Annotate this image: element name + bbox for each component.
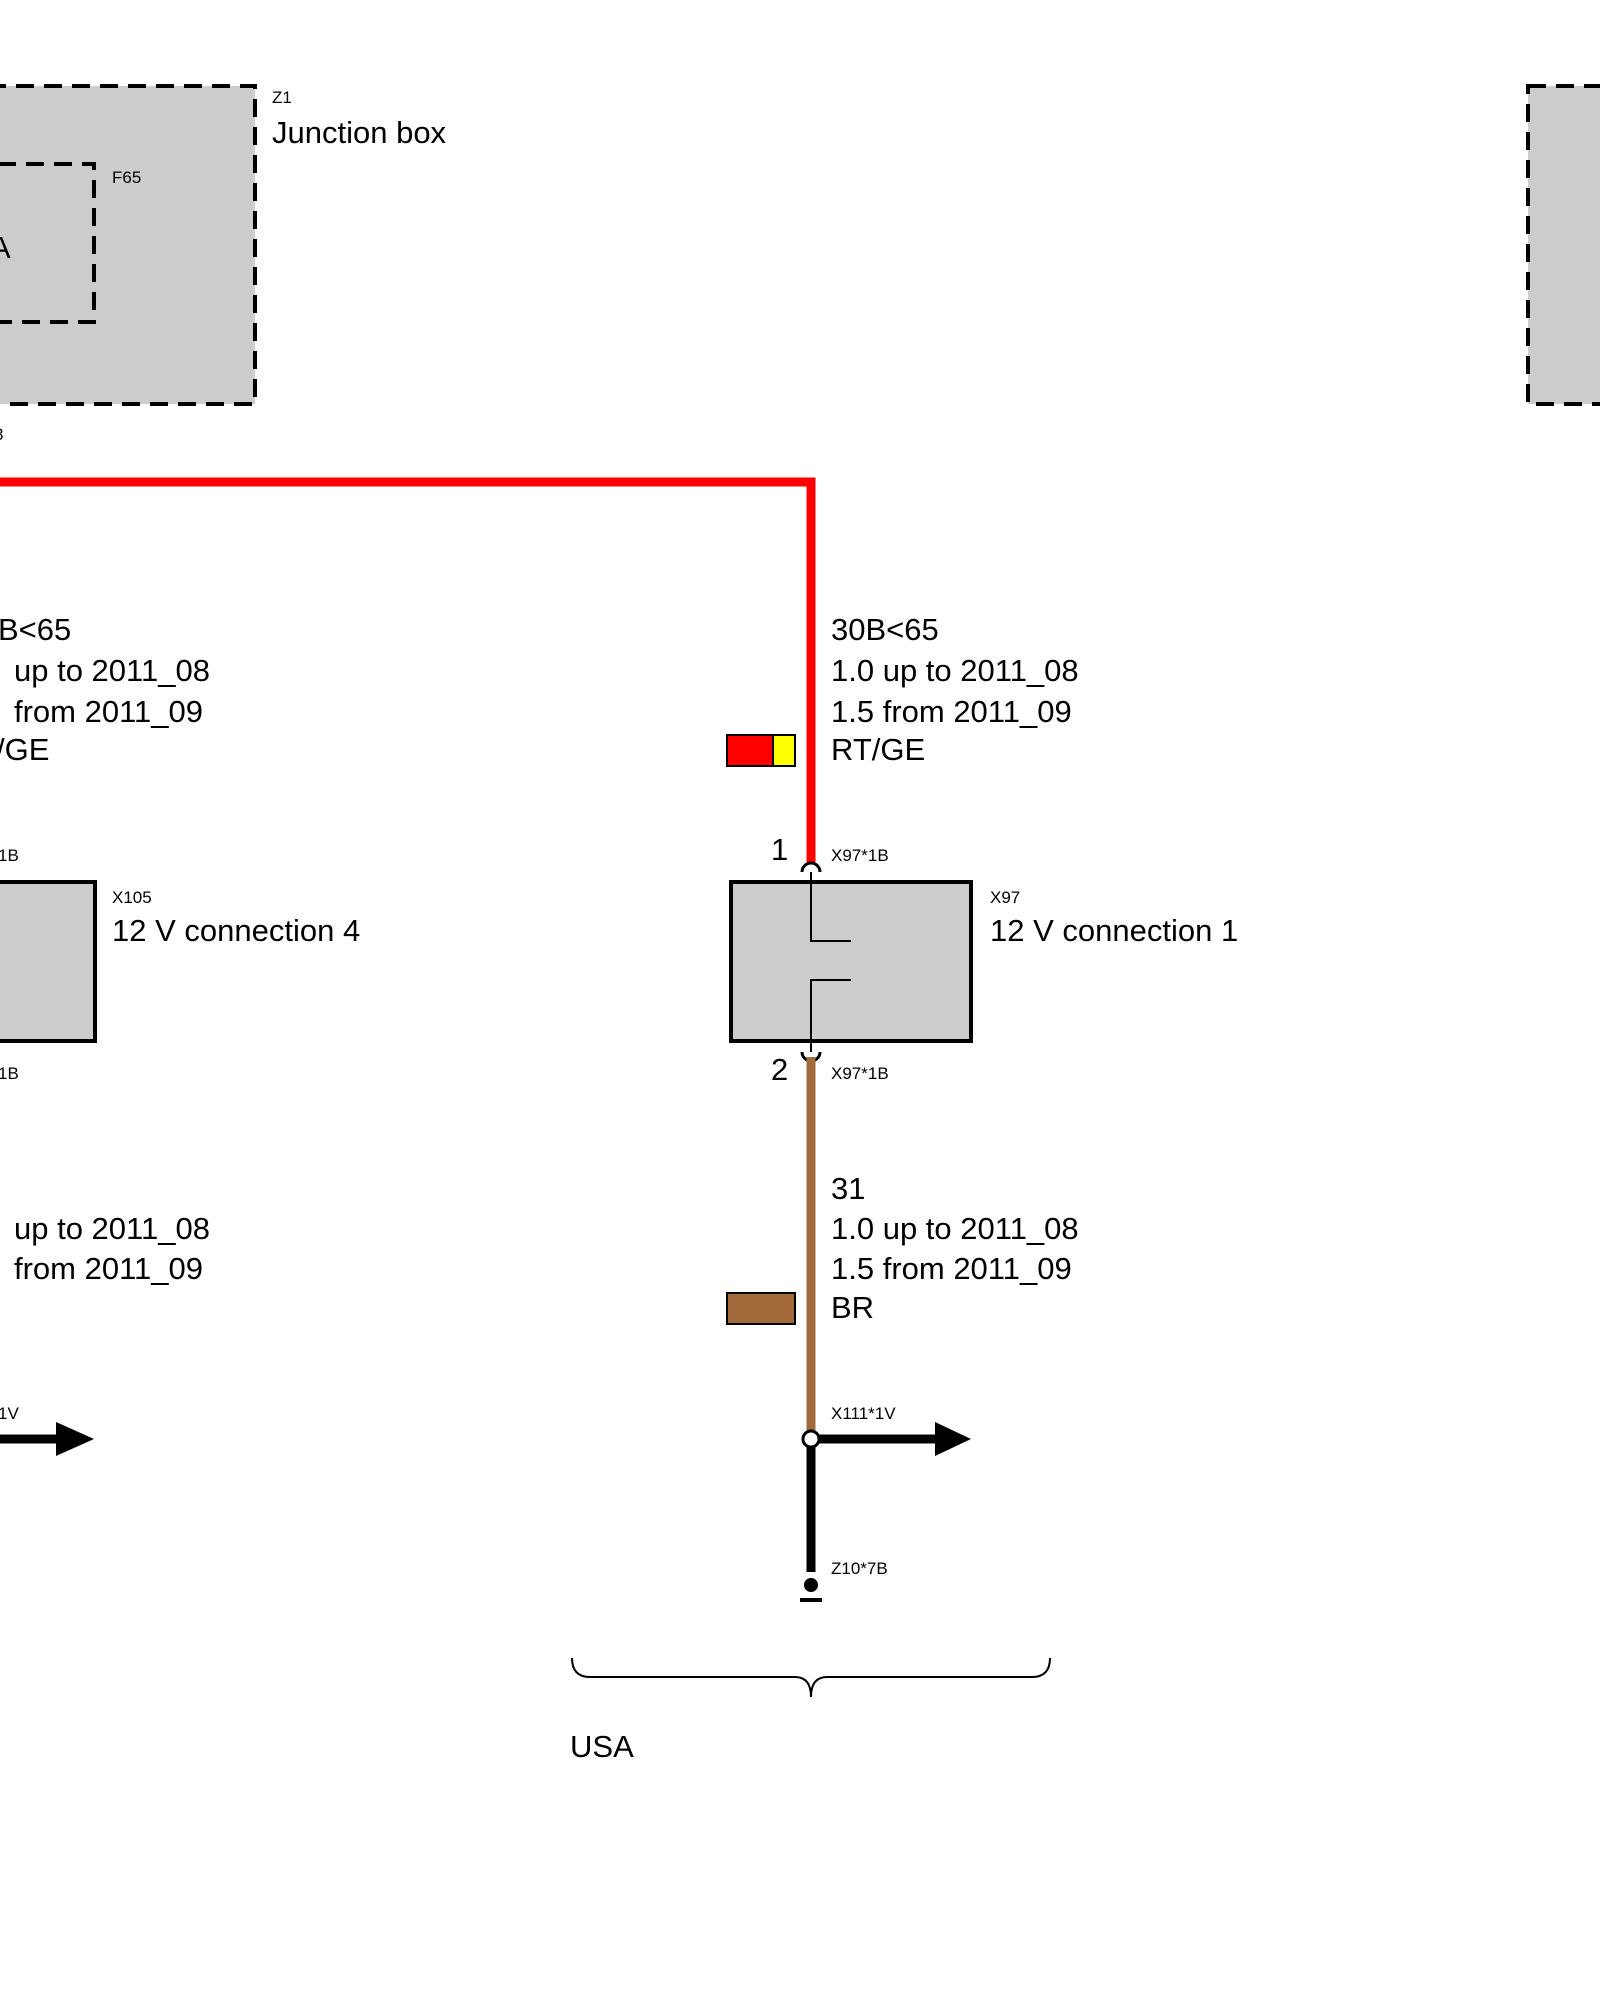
right-wire-line1: 1.0 up to 2011_08 bbox=[831, 653, 1079, 688]
x97-name: 12 V connection 1 bbox=[990, 913, 1238, 948]
brown-wire-color: BR bbox=[831, 1290, 874, 1325]
connector-x105[interactable] bbox=[0, 880, 97, 1043]
junction-box-ref: Z1 bbox=[272, 88, 292, 107]
right-wire-terminal: 30B<65 bbox=[831, 612, 939, 647]
br-swatch bbox=[726, 1292, 796, 1325]
left-wire-color: /GE bbox=[0, 732, 49, 767]
pin1-number: 1 bbox=[771, 832, 788, 867]
right-wire-color: RT/GE bbox=[831, 732, 925, 767]
splice-label: X111*1V bbox=[831, 1404, 896, 1423]
fuse-ref: F65 bbox=[112, 168, 141, 187]
ground-label: Z10*7B bbox=[831, 1559, 888, 1578]
splice-node-icon bbox=[801, 1429, 821, 1449]
region-label: USA bbox=[570, 1729, 634, 1764]
splice-arrow-head-icon bbox=[935, 1422, 971, 1456]
fragment-under-box: 3 bbox=[0, 425, 3, 444]
x97-internal-contact-top bbox=[810, 872, 851, 942]
brown-wire-line1: 1.0 up to 2011_08 bbox=[831, 1211, 1079, 1246]
pin2-number: 2 bbox=[771, 1052, 788, 1087]
pin2-label: X97*1B bbox=[831, 1064, 889, 1083]
brown-wire-line2: 1.5 from 2011_09 bbox=[831, 1251, 1072, 1286]
brown-wire-terminal: 31 bbox=[831, 1171, 865, 1206]
ground-point-icon bbox=[804, 1578, 818, 1592]
junction-box-name: Junction box bbox=[272, 115, 447, 150]
left-bottom-line1: up to 2011_08 bbox=[14, 1211, 210, 1246]
pin1-label: X97*1B bbox=[831, 846, 889, 865]
x97-ref: X97 bbox=[990, 888, 1020, 907]
left-pin-bottom: 1B bbox=[0, 1064, 19, 1083]
rt-ge-swatch-yellow bbox=[772, 734, 796, 767]
left-arrow-pin: 1V bbox=[0, 1404, 19, 1423]
x105-name: 12 V connection 4 bbox=[112, 913, 360, 948]
pin1-socket-icon bbox=[800, 861, 822, 873]
left-wire-line1: up to 2011_08 bbox=[14, 653, 210, 688]
x105-ref: X105 bbox=[112, 888, 152, 907]
left-pin-top: 1B bbox=[0, 846, 19, 865]
left-arrow-head-icon bbox=[56, 1422, 94, 1456]
left-wire-terminal: B<65 bbox=[0, 612, 71, 647]
red-wire[interactable] bbox=[0, 477, 816, 862]
left-wire-line2: from 2011_09 bbox=[14, 694, 203, 729]
right-wire-line2: 1.5 from 2011_09 bbox=[831, 694, 1072, 729]
fuse-f65[interactable] bbox=[0, 162, 96, 324]
right-component[interactable] bbox=[1526, 84, 1600, 406]
fuse-label-fragment: A bbox=[0, 230, 11, 265]
usa-brace bbox=[571, 1657, 1051, 1698]
x97-internal-contact-bottom bbox=[810, 979, 851, 1052]
rt-ge-swatch-red bbox=[726, 734, 774, 767]
left-bottom-line2: from 2011_09 bbox=[14, 1251, 203, 1286]
connector-x97[interactable] bbox=[729, 880, 973, 1043]
